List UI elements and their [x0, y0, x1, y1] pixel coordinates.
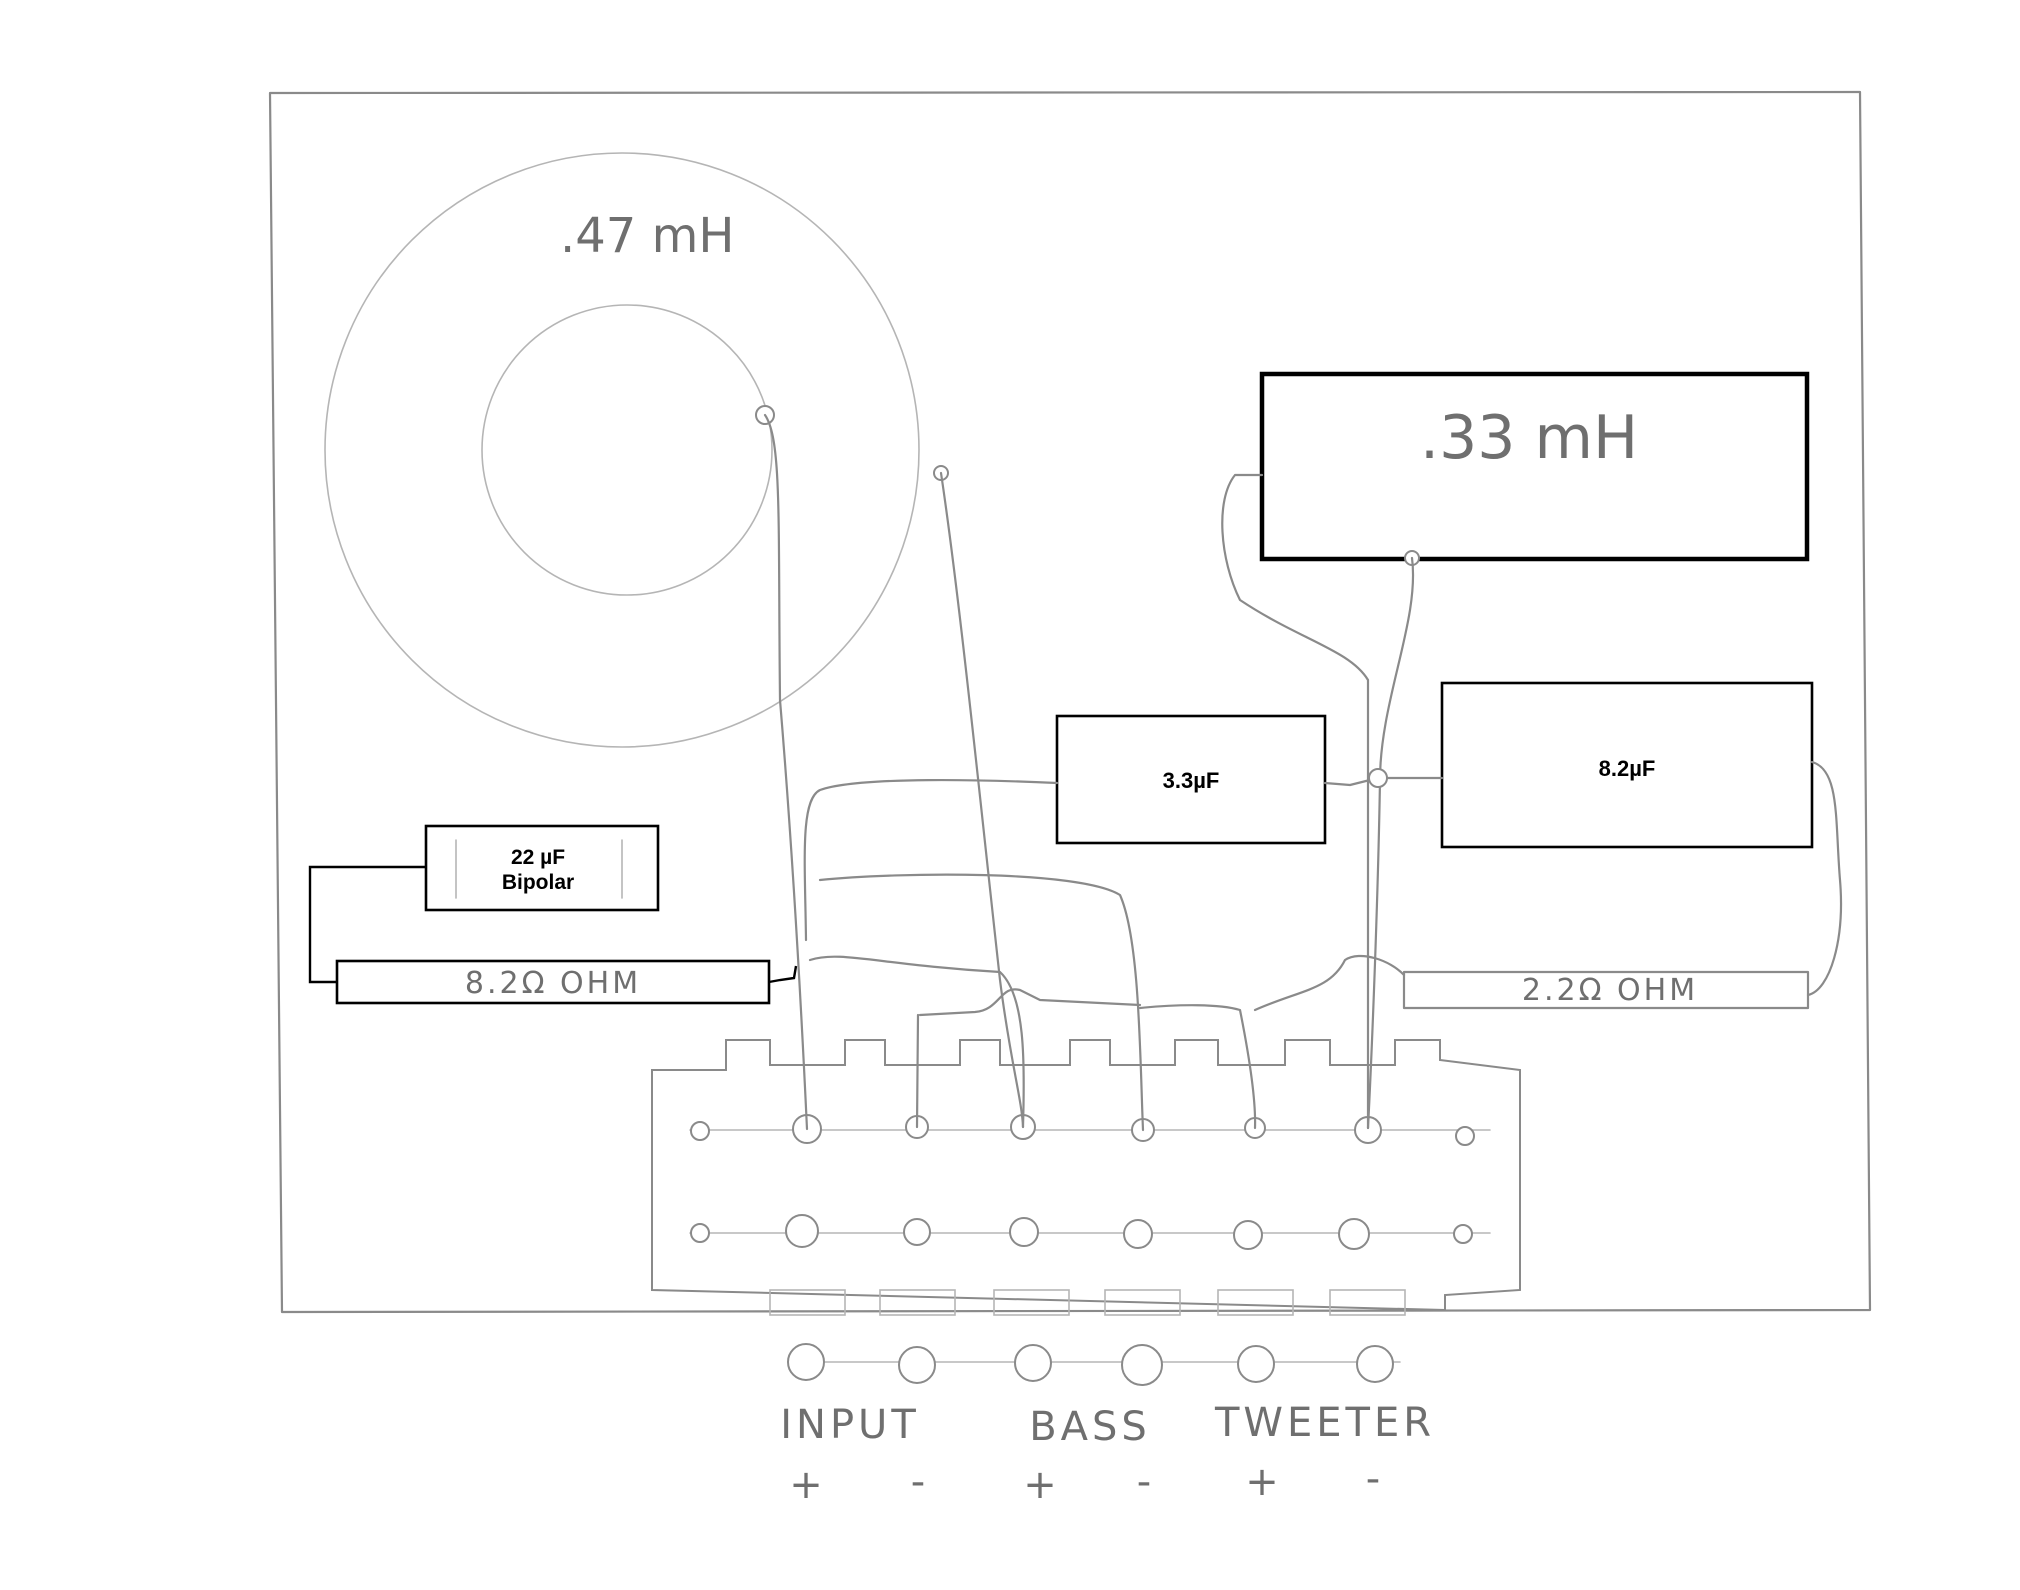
- capacitor-22uf: 22 µF Bipolar: [424, 824, 660, 912]
- terminal-screw: [1237, 1345, 1275, 1383]
- wire-joint: [1368, 768, 1388, 788]
- terminal-labels: INPUT BASS TWEETER + - + - + -: [780, 1400, 1435, 1508]
- wire: [1366, 556, 1415, 1130]
- wire-cap-resistor: [308, 865, 426, 984]
- wire: [918, 988, 1142, 1017]
- terminal-screw: [898, 1346, 936, 1384]
- capacitor-22uf-box: [424, 824, 660, 912]
- terminal-row-middle: [690, 1214, 1473, 1250]
- terminal-screw: [690, 1121, 710, 1141]
- terminal-screw: [1233, 1220, 1263, 1250]
- bass-minus: -: [1137, 1459, 1151, 1505]
- input-label: INPUT: [780, 1402, 920, 1448]
- inductor-small-label: .33 mH: [1420, 403, 1638, 473]
- capacitor-3-3uf: 3.3µF: [1055, 714, 1327, 845]
- tweeter-plus: +: [1245, 1459, 1279, 1505]
- wire: [818, 873, 1145, 1132]
- terminal-row-bottom: [787, 1343, 1401, 1386]
- wire: [803, 778, 1059, 942]
- wire: [1323, 776, 1444, 787]
- inductor-small-box: [1259, 371, 1810, 562]
- terminal-screw: [1009, 1217, 1039, 1247]
- inductor-inner-ring: [481, 304, 773, 596]
- terminal-screw: [1356, 1345, 1394, 1383]
- terminal-screw: [1014, 1344, 1052, 1382]
- terminal-screw: [690, 1223, 710, 1243]
- wire: [1253, 955, 1406, 1012]
- wire: [1221, 473, 1370, 1130]
- capacitor-8-2uf: 8.2µF: [1440, 681, 1814, 849]
- bass-label: BASS: [1029, 1404, 1151, 1450]
- board-outline: [268, 90, 1872, 1314]
- resistor-2-2-ohm-label: 2.2Ω OHM: [1522, 973, 1698, 1008]
- terminal-strip-body: [651, 1039, 1521, 1312]
- tweeter-label: TWEETER: [1214, 1400, 1435, 1446]
- capacitor-22uf-label-line1: 22 µF: [511, 846, 565, 869]
- capacitor-3-3uf-label: 3.3µF: [1163, 768, 1220, 793]
- capacitor-22uf-label-line2: Bipolar: [502, 871, 574, 894]
- wire: [939, 471, 1025, 1129]
- capacitor-3-3uf-box: [1055, 714, 1327, 845]
- resistor-2-2-ohm: 2.2Ω OHM: [1402, 970, 1810, 1010]
- terminal-screw: [1121, 1344, 1163, 1386]
- capacitor-8-2uf-box: [1440, 681, 1814, 849]
- terminal-strip: [651, 1039, 1521, 1316]
- inductor-large-label: .47 mH: [560, 208, 734, 264]
- inductor-outer-ring: [324, 152, 920, 748]
- capacitor-8-2uf-label: 8.2µF: [1599, 756, 1656, 781]
- tweeter-minus: -: [1366, 1456, 1380, 1502]
- wiring: [763, 413, 1842, 1132]
- inductor-large: .47 mH: [324, 152, 949, 748]
- resistor-8-2-ohm-label: 8.2Ω OHM: [465, 966, 641, 1001]
- wire: [1806, 760, 1842, 997]
- resistor-8-2-ohm-box: [335, 959, 771, 1005]
- wire: [915, 1013, 920, 1129]
- terminal-screw: [1455, 1126, 1475, 1146]
- bass-plus: +: [1023, 1462, 1057, 1508]
- input-minus: -: [911, 1459, 925, 1505]
- terminal-screw: [787, 1343, 825, 1381]
- terminal-screw: [1338, 1218, 1370, 1250]
- inductor-small: .33 mH: [1259, 371, 1810, 566]
- wire: [808, 955, 1025, 1129]
- wire-resistor-right: [768, 965, 798, 984]
- terminal-screw: [1453, 1224, 1473, 1244]
- input-plus: +: [789, 1462, 823, 1508]
- wire: [763, 413, 809, 1131]
- terminal-screw: [785, 1214, 819, 1248]
- wire: [1138, 1004, 1257, 1130]
- terminal-screw: [1123, 1219, 1153, 1249]
- resistor-8-2-ohm: 8.2Ω OHM: [335, 959, 771, 1005]
- resistor-2-2-ohm-box: [1402, 970, 1810, 1010]
- terminal-screw: [903, 1218, 931, 1246]
